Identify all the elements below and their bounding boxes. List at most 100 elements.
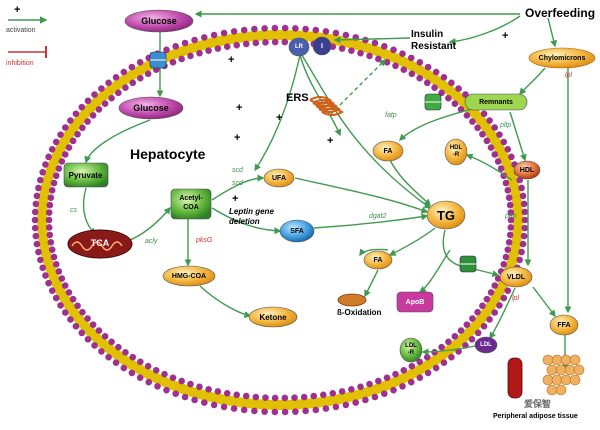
membrane-head (230, 28, 238, 35)
membrane-head (480, 110, 488, 118)
membrane-head (242, 40, 250, 48)
adipose-fat-droplet (560, 374, 572, 386)
membrane-head (519, 192, 527, 200)
membrane-head (91, 91, 98, 98)
membrane-head (48, 246, 56, 253)
membrane-head (451, 100, 459, 107)
membrane-head (392, 370, 399, 378)
membrane-head (424, 369, 432, 377)
membrane-head (95, 106, 103, 113)
membrane-head (416, 59, 424, 66)
pathway-arrows (8, 10, 572, 372)
membrane-head (48, 187, 56, 194)
membrane-head (242, 392, 250, 400)
arrow-overfeeding-chylo (547, 17, 558, 48)
membrane-head (58, 158, 66, 165)
chylomicrons-node: Chylomicrons (538, 54, 586, 62)
membrane-head (506, 231, 514, 239)
arrow-pyruvate-tca (82, 187, 96, 235)
membrane-head (251, 407, 258, 415)
membrane-head (178, 377, 185, 385)
membrane-head (483, 137, 491, 145)
pyruvate-shape (63, 162, 109, 188)
arrow-tg-apob (418, 249, 451, 293)
membrane-head (187, 380, 194, 388)
membrane-head (399, 50, 406, 58)
arrow-acetyl-ufa (211, 174, 265, 201)
membrane-head (375, 377, 382, 385)
arrow-remnants-hdl (509, 111, 527, 162)
membrane-head (196, 49, 203, 57)
membrane-head (322, 405, 330, 412)
acetyl-coa-node: Acetyl- COA (179, 195, 203, 211)
membrane-head (137, 74, 144, 82)
arrow-hmg-ketone (199, 285, 252, 318)
membrane-head (500, 260, 508, 268)
membrane-head (57, 131, 64, 138)
ldl-r-shape (399, 337, 423, 363)
glucose-inner-shape (118, 96, 184, 120)
plus-sign-3: + (234, 132, 241, 144)
membrane-head (486, 117, 493, 124)
vldl-node: VLDL (506, 273, 526, 281)
membrane-head (55, 268, 63, 275)
remnants-shape (464, 93, 528, 111)
membrane-head (214, 388, 222, 395)
membrane-head (31, 208, 39, 216)
membrane-head (494, 158, 502, 165)
membrane-head (504, 246, 512, 253)
membrane-head (37, 256, 44, 264)
membrane-head (486, 316, 493, 323)
membrane-head (463, 321, 471, 328)
adipose-fat-droplet (551, 354, 563, 366)
enzyme-pltp-2: pltp (505, 213, 517, 220)
membrane-head (469, 118, 476, 125)
membrane-head (507, 209, 515, 216)
membrane-head (252, 393, 260, 401)
membrane-head (496, 131, 503, 138)
apob-shape (396, 291, 434, 313)
ers-organelle (309, 96, 344, 116)
membrane-head (392, 62, 399, 70)
hdl-shape (513, 160, 541, 180)
b-oxidation-label: ß-Oxidation (337, 308, 382, 317)
membrane-head (400, 366, 408, 374)
membrane-head (52, 172, 60, 180)
membrane-head (390, 386, 397, 394)
membrane-head (220, 29, 228, 37)
adipose-fat-droplet (555, 384, 567, 396)
membrane-head (474, 124, 481, 132)
enzyme-pltp-1: pltp (500, 122, 512, 129)
enzyme-fatp: fatp (385, 112, 397, 119)
arrow-vldl-ldl (489, 287, 516, 340)
membrane-head (408, 362, 416, 370)
membrane-head (491, 124, 498, 131)
glucose-outer-node: Glucose (141, 16, 177, 26)
membrane-head (407, 378, 415, 386)
arrow-acetyl-sfa (211, 207, 282, 235)
membrane-head (479, 302, 486, 310)
membrane-head (45, 216, 53, 224)
membrane-head (181, 39, 189, 47)
plus-sign-5: + (327, 135, 334, 147)
peripheral-adipose-label: Peripheral adipose tissue (493, 413, 578, 420)
plus-sign-6: + (502, 30, 509, 42)
membrane-head (432, 68, 440, 76)
membrane-head (233, 41, 241, 49)
adipose-fat-droplet (546, 364, 558, 376)
membrane-head (438, 343, 445, 351)
vldl-shape (499, 266, 533, 288)
hdl-r-node: HDL -R (449, 145, 463, 158)
membrane-head (50, 179, 58, 187)
membrane-head (39, 264, 46, 272)
membrane-head (172, 390, 179, 398)
membrane-head (448, 79, 455, 87)
arrow-fa-tg (389, 159, 431, 206)
membrane-head (480, 322, 488, 330)
membrane-head (105, 79, 112, 87)
membrane-head (98, 348, 105, 355)
enzyme-lpl-1: lpl (565, 72, 573, 79)
membrane-head (271, 24, 279, 32)
membrane-head (381, 42, 388, 50)
